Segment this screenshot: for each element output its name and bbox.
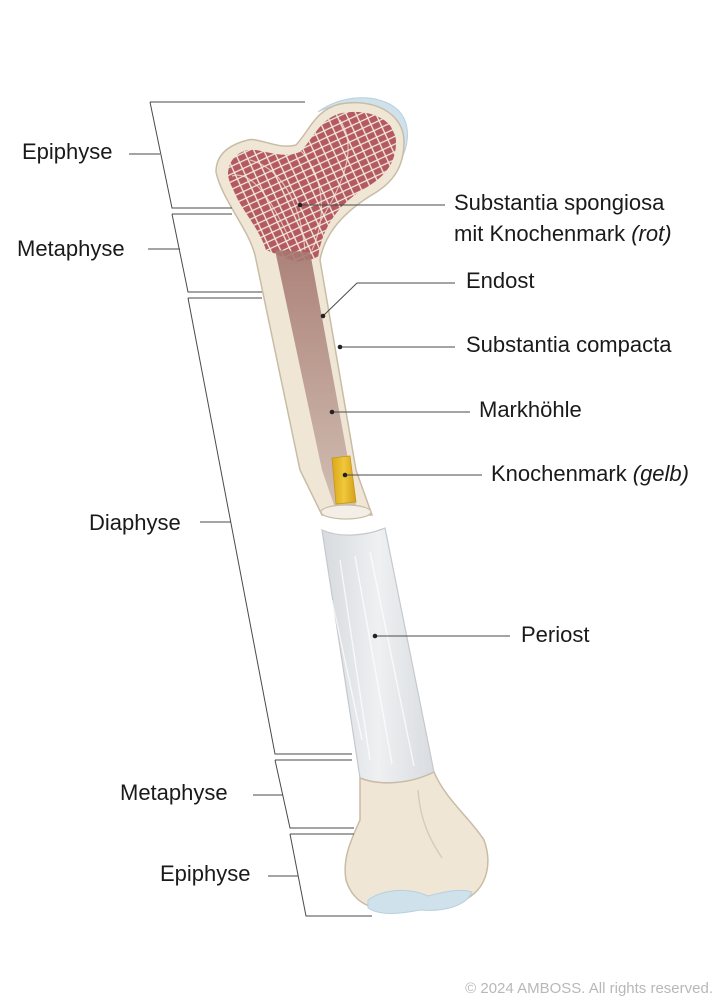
label-knochenmark-note: (gelb) [633,461,689,486]
label-periost: Periost [521,622,589,647]
label-compacta: Substantia compacta [466,332,672,357]
label-knochenmark-text: Knochenmark [491,461,628,486]
label-metaphyse-bottom: Metaphyse [120,780,228,805]
label-metaphyse-top: Metaphyse [17,236,125,261]
distal-end [344,770,489,909]
label-markhoehle: Markhöhle [479,397,582,422]
distal-end-groove [417,789,443,859]
periosteum-fibers [331,551,415,767]
periosteum-shaft [321,527,435,784]
marrow-cavity [275,250,356,505]
label-endost: Endost [466,268,535,293]
leader-lines [297,202,510,639]
label-spongiosa-line2-text: mit Knochenmark [454,221,626,246]
spongiosa-lattice-overlay [231,119,349,251]
cut-surface [320,504,372,520]
label-spongiosa-line1: Substantia spongiosa [454,190,665,215]
label-diaphyse: Diaphyse [89,510,181,535]
yellow-marrow [331,455,357,505]
copyright-notice: © 2024 AMBOSS. All rights reserved. [465,980,713,997]
region-brackets [129,101,372,917]
label-spongiosa-note: (rot) [631,221,671,246]
label-epiphyse-top: Epiphyse [22,139,113,164]
label-epiphyse-bottom: Epiphyse [160,861,251,886]
label-spongiosa-line2: mit Knochenmark(rot) [454,221,672,246]
spongiosa-region [228,111,396,262]
femur-illustration [215,97,489,914]
cartilage-cap-bottom [367,889,473,914]
label-knochenmark: Knochenmark(gelb) [491,461,689,486]
